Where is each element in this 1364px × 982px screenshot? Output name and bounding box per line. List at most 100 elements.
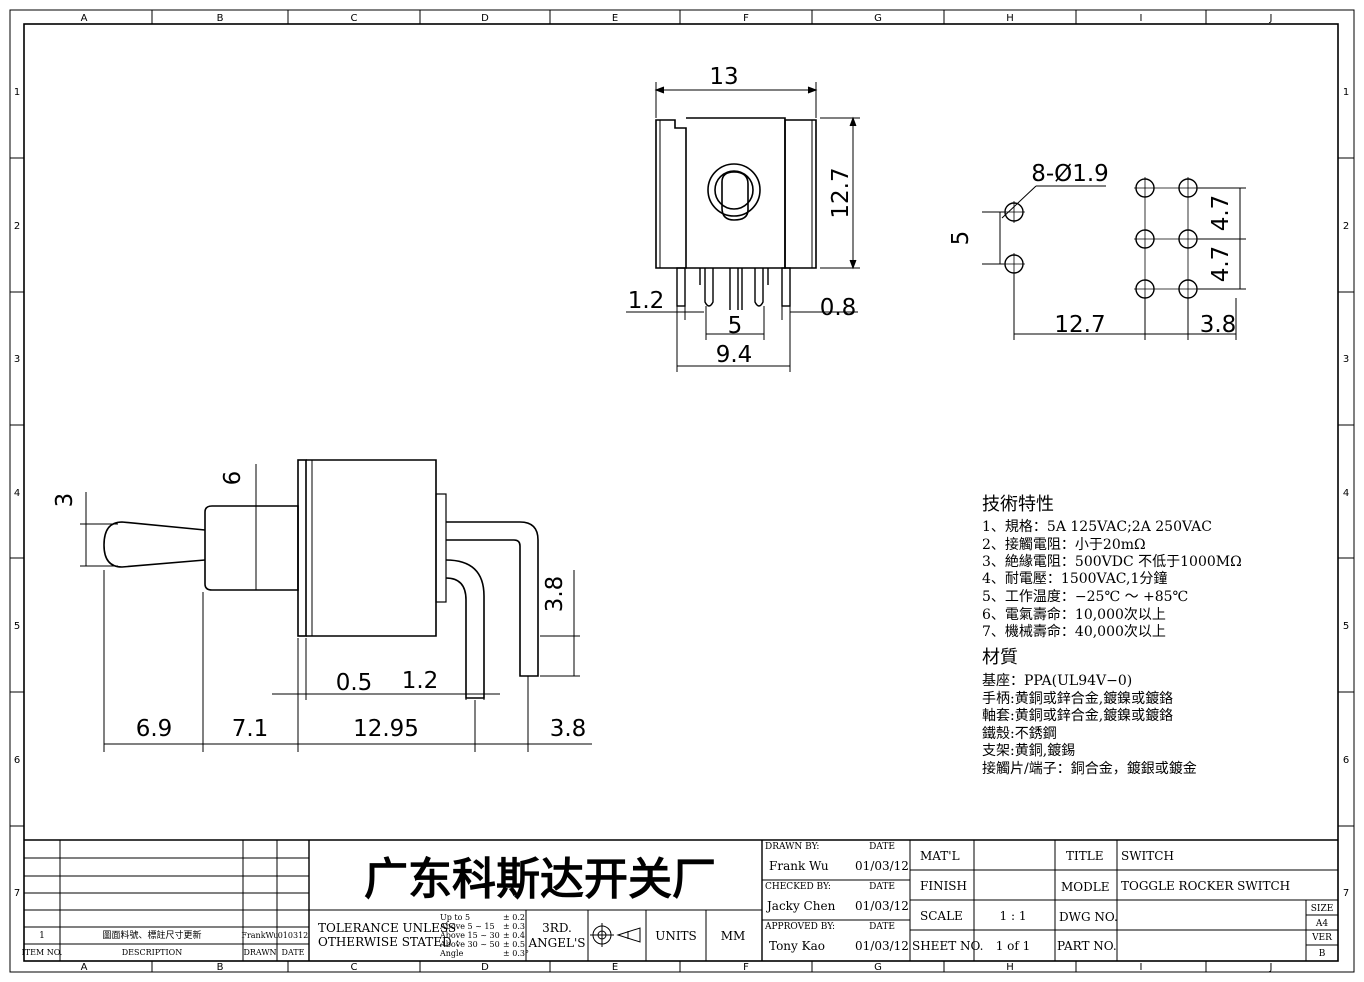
grid-row-label: 3 xyxy=(14,354,20,365)
material-line: 軸套:黄銅或鋅合金,鍍鎳或鍍鉻 xyxy=(982,707,1173,724)
third-angle-projection-icon xyxy=(590,923,641,947)
material-heading: 材質 xyxy=(982,647,1018,668)
side-view xyxy=(103,459,539,699)
grid-row-label: 6 xyxy=(14,755,20,766)
grid-col-label: B xyxy=(217,13,224,24)
spec-line: 6、電氣壽命：10,000次以上 xyxy=(982,606,1166,623)
size-label: SIZE xyxy=(1311,904,1334,914)
checked-by-name: Jacky Chen xyxy=(765,899,836,913)
dim-pin-width-left: 1.2 xyxy=(628,288,665,314)
checked-by-label: CHECKED BY: xyxy=(765,882,831,892)
grid-col-label: E xyxy=(612,962,618,973)
dim-terminal-width: 1.2 xyxy=(402,668,439,694)
tolerance-value: ± 0.2 xyxy=(503,913,525,922)
date-label: DATE xyxy=(869,922,895,932)
front-view-dimensions xyxy=(626,82,860,372)
model-label: MODLE xyxy=(1061,880,1109,894)
sheet-frame xyxy=(9,9,1355,973)
tolerance-label-line-2: OTHERWISE STATED : xyxy=(318,935,460,949)
tolerance-range: Angle xyxy=(439,949,464,958)
dim-pin-width-right: 0.8 xyxy=(820,295,857,321)
grid-row-label: 3 xyxy=(1343,354,1349,365)
revision-header-description: DESCRIPTION xyxy=(122,948,182,957)
dim-flange: 0.5 xyxy=(336,670,373,696)
grid-col-label: B xyxy=(217,962,224,973)
grid-col-label: J xyxy=(1269,962,1273,973)
spec-line: 1、規格：5A 125VAC;2A 250VAC xyxy=(982,519,1212,535)
hole-layout xyxy=(1003,177,1199,300)
company-name: 广东科斯达开关厂 xyxy=(364,854,716,905)
dim-body-length: 12.95 xyxy=(353,716,419,742)
size-value: A4 xyxy=(1315,919,1328,929)
grid-col-label: I xyxy=(1140,962,1143,973)
projection-label-line-1: 3RD. xyxy=(542,921,572,935)
spec-heading: 技術特性 xyxy=(982,494,1054,515)
grid-row-label: 5 xyxy=(14,621,20,632)
dim-bushing-diameter: 6 xyxy=(220,471,246,486)
dim-terminal-height: 3.8 xyxy=(542,576,568,613)
grid-col-label: G xyxy=(874,13,882,24)
spec-line: 5、工作温度：−25℃ ～ +85℃ xyxy=(982,589,1188,605)
version-value: B xyxy=(1319,949,1326,959)
drawn-by-label: DRAWN BY: xyxy=(765,842,819,852)
tolerance-label-line-1: TOLERANCE UNLESS xyxy=(318,921,456,935)
side-view-dimensions xyxy=(80,464,592,752)
dim-top-height: 12.7 xyxy=(828,167,854,218)
drawn-date: 01/03/12 xyxy=(855,859,909,873)
grid-col-label: H xyxy=(1006,13,1014,24)
grid-col-label: F xyxy=(743,13,749,24)
title-block-lines xyxy=(24,839,1338,961)
finish-label: FINISH xyxy=(920,879,967,893)
dim-pin-span: 9.4 xyxy=(716,342,753,368)
dim-lever-diameter: 3 xyxy=(52,493,78,508)
dim-pin-pitch: 5 xyxy=(728,313,743,339)
sheet-value: 1 of 1 xyxy=(996,939,1031,953)
material-line: 接觸片/端子：銅合金，鍍銀或鍍金 xyxy=(982,760,1197,777)
title-block-text: 1 圖面料號、標註尺寸更新 FrankWu 010312 ITEM NO. DE… xyxy=(22,842,1334,959)
grid-col-label: F xyxy=(743,962,749,973)
material-line: 支架:黄銅,鍍錫 xyxy=(982,742,1075,759)
grid-row-label: 5 xyxy=(1343,621,1349,632)
grid-row-label: 4 xyxy=(1343,488,1349,499)
revision-header-item: ITEM NO. xyxy=(22,948,63,957)
sheet-label: SHEET NO. xyxy=(912,939,983,953)
approved-by-label: APPROVED BY: xyxy=(764,922,835,932)
units-label: UNITS xyxy=(655,929,697,943)
approved-by-name: Tony Kao xyxy=(769,939,825,953)
date-label: DATE xyxy=(869,842,895,852)
drawn-by-name: Frank Wu xyxy=(769,859,829,873)
spec-line: 2、接觸電阻：小于20mΩ xyxy=(982,536,1146,553)
grid-col-label: I xyxy=(1140,13,1143,24)
grid-col-label: D xyxy=(481,13,489,24)
tolerance-value: ± 0.4 xyxy=(503,931,525,940)
dim-lever-length: 6.9 xyxy=(136,716,173,742)
material-label: MAT'L xyxy=(920,849,960,863)
front-view xyxy=(655,117,817,310)
title-value: SWITCH xyxy=(1121,849,1174,863)
material-line: 基座：PPA(UL94V−0) xyxy=(982,672,1132,689)
grid-col-label: A xyxy=(81,13,88,24)
checked-date: 01/03/12 xyxy=(855,899,909,913)
grid-row-label: 2 xyxy=(14,221,20,232)
grid-col-label: J xyxy=(1269,13,1273,24)
version-label: VER xyxy=(1311,933,1332,943)
tolerance-range: Above 30 ~ 50 xyxy=(439,940,500,949)
dim-bushing-length: 7.1 xyxy=(232,716,269,742)
grid-row-label: 1 xyxy=(1343,87,1349,98)
spec-line: 7、機械壽命：40,000次以上 xyxy=(982,623,1166,640)
revision-item-no: 1 xyxy=(39,931,45,941)
grid-col-label: H xyxy=(1006,962,1014,973)
revision-drawn: FrankWu xyxy=(241,931,278,940)
grid-row-label: 7 xyxy=(1343,888,1349,899)
model-value: TOGGLE ROCKER SWITCH xyxy=(1121,879,1290,893)
revision-description: 圖面料號、標註尺寸更新 xyxy=(102,929,201,941)
grid-col-label: C xyxy=(351,962,358,973)
title-label: TITLE xyxy=(1066,849,1103,863)
projection-label-line-2: ANGEL'S xyxy=(528,936,586,950)
tolerance-value: ± 0.3 xyxy=(503,922,525,931)
tolerance-value: ± 0.3° xyxy=(503,949,529,958)
grid-row-label: 7 xyxy=(14,888,20,899)
grid-col-label: C xyxy=(351,13,358,24)
material-line: 手柄:黄銅或鋅合金,鍍鎳或鍍鉻 xyxy=(982,690,1173,707)
